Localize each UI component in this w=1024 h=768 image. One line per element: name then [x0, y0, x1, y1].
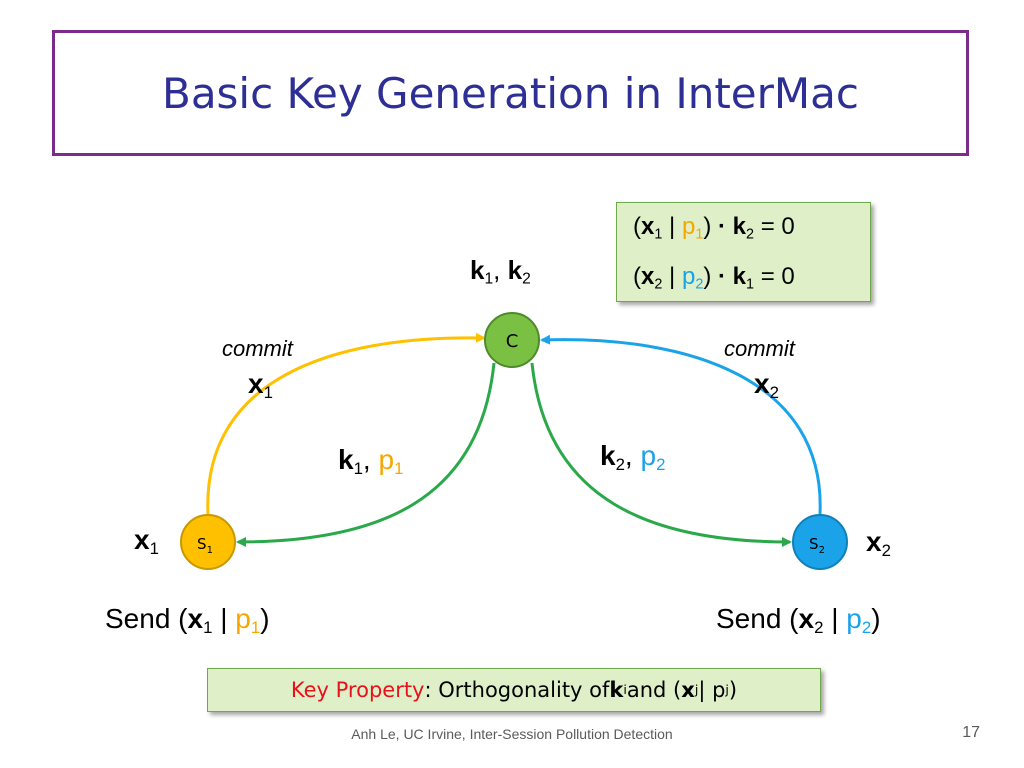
equation-2: (x2 | p2) · k1 = 0	[633, 263, 795, 293]
key-property-label: Key Property	[290, 678, 425, 702]
source-node-s2	[792, 514, 848, 570]
key-arrow-s2	[530, 362, 792, 547]
commit-label-right: commit	[724, 336, 795, 361]
commit-arrow-s2	[540, 334, 822, 515]
x1-node-label: x1	[134, 524, 159, 559]
page-number: 17	[962, 724, 980, 741]
equation-1: (x1 | p1) · k2 = 0	[633, 213, 795, 243]
equations-box: (x1 | p1) · k2 = 0 (x2 | p2) · k1 = 0	[616, 202, 871, 302]
x2-node-label: x2	[866, 526, 891, 561]
send-s2-label: Send (x2 | p2)	[716, 603, 881, 638]
source-node-s1-label: S1	[197, 535, 213, 556]
k2-p2-label: k2, p2	[600, 440, 666, 475]
controller-keys-label: k1, k2	[470, 255, 531, 288]
source-node-s1	[180, 514, 236, 570]
slide-title: Basic Key Generation in InterMac	[162, 68, 859, 118]
footer-text: Anh Le, UC Irvine, Inter-Session Polluti…	[351, 726, 673, 742]
source-node-s2-label: S2	[809, 535, 825, 556]
title-frame: Basic Key Generation in InterMac	[52, 30, 969, 156]
arc-x2-label: x2	[754, 368, 779, 403]
arc-x1-label: x1	[248, 368, 273, 403]
k1-p1-label: k1, p1	[338, 444, 404, 479]
key-arrow-s1	[236, 362, 496, 547]
commit-arrow-s1	[206, 332, 486, 515]
send-s1-label: Send (x1 | p1)	[105, 603, 270, 638]
controller-node	[484, 312, 540, 368]
controller-node-label: C	[506, 331, 519, 352]
commit-label-left: commit	[222, 336, 293, 361]
